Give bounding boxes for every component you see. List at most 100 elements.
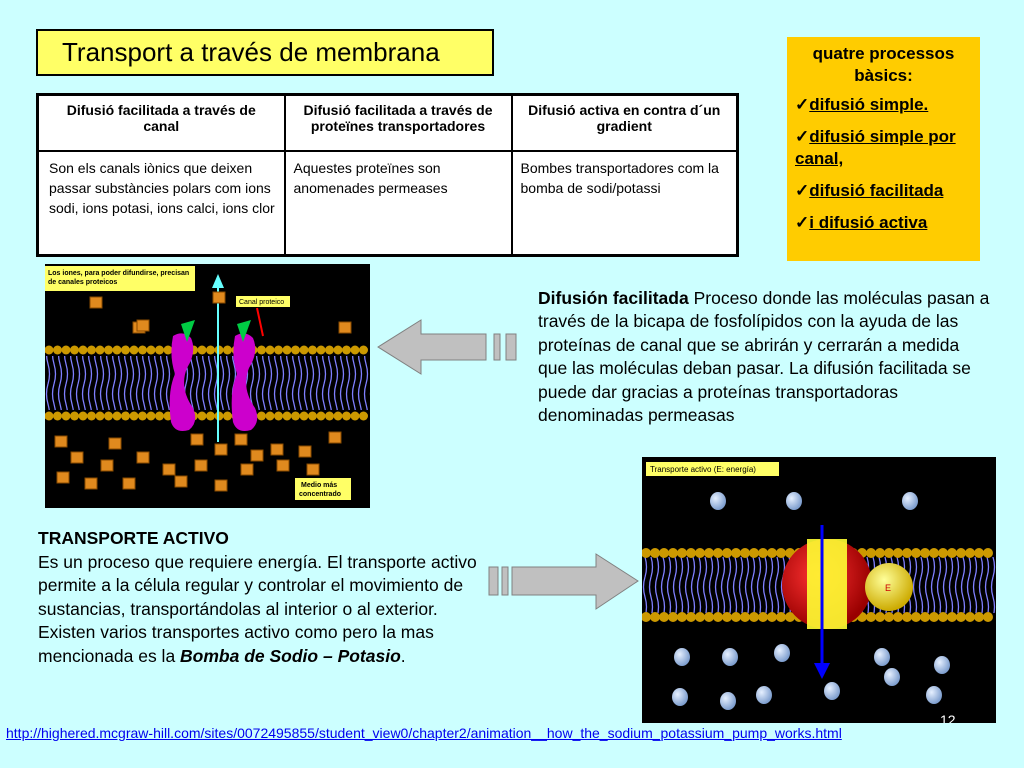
lipid-head xyxy=(920,612,930,622)
facilitated-term: Difusión facilitada xyxy=(538,288,689,308)
ion xyxy=(722,648,738,666)
list-item: ✓i difusió activa xyxy=(795,213,928,232)
lipid-head xyxy=(893,548,903,558)
table-row: Son els canals iònics que deixen passar … xyxy=(36,149,739,257)
lipid-head xyxy=(129,345,139,355)
panel-caption: Los iones, para poder difundirse, precis… xyxy=(48,270,189,277)
lipid-head xyxy=(875,548,885,558)
ion xyxy=(824,682,840,700)
lipid-head xyxy=(866,548,876,558)
lipid-head xyxy=(704,548,714,558)
molecule xyxy=(328,431,342,444)
lipid-head xyxy=(104,345,113,355)
lipid-head xyxy=(776,612,786,622)
lipid-head xyxy=(61,345,71,355)
lipid-head xyxy=(342,411,351,421)
lipid-head xyxy=(965,548,975,558)
animation-source-link[interactable]: http://highered.mcgraw-hill.com/sites/00… xyxy=(6,725,842,741)
lipid-head xyxy=(138,345,147,355)
pump-name: Bomba de Sodio – Potasio xyxy=(180,645,401,666)
molecule xyxy=(214,443,228,456)
gate-marker xyxy=(181,320,195,342)
ion xyxy=(672,688,688,706)
channel-protein-right xyxy=(231,333,258,431)
molecule xyxy=(214,479,228,492)
lipid-head xyxy=(983,612,993,622)
molecules xyxy=(54,278,352,492)
lipid-head xyxy=(206,345,215,355)
lipid-head xyxy=(893,612,903,622)
lipid-head xyxy=(758,548,768,558)
lipid-head xyxy=(875,612,885,622)
lipid-head xyxy=(866,612,876,622)
list-item: ✓difusió facilitada xyxy=(795,181,944,200)
lipid-head xyxy=(257,411,266,421)
processes-box: quatre processos bàsics: ✓difusió simple… xyxy=(787,37,980,261)
active-transport-animation: E Transporte activo (E: energía) 12 xyxy=(642,457,996,723)
lipid-head xyxy=(929,612,939,622)
lipid-head xyxy=(112,345,122,355)
lipid-head xyxy=(767,548,777,558)
lipid-head xyxy=(87,345,96,355)
ions xyxy=(672,492,950,710)
lipid-head xyxy=(668,548,678,558)
phospholipid-heads-bottom xyxy=(642,612,993,622)
lipid-head xyxy=(974,548,984,558)
lipid-head xyxy=(206,411,215,421)
lipid-head xyxy=(274,411,283,421)
lipid-head xyxy=(974,612,984,622)
lipid-head xyxy=(740,612,750,622)
right-arrow-icon xyxy=(488,553,639,610)
lipid-head xyxy=(965,612,975,622)
lipid-head xyxy=(713,612,723,622)
lipid-head xyxy=(767,612,777,622)
lipid-head xyxy=(282,411,292,421)
lipid-head xyxy=(731,548,741,558)
table-header: Difusió facilitada a través de proteïnes… xyxy=(283,93,513,152)
lipid-head xyxy=(45,345,54,355)
lipid-head xyxy=(129,411,139,421)
molecule xyxy=(136,451,150,464)
ion xyxy=(934,656,950,674)
lipid-head xyxy=(257,345,266,355)
lipid-head xyxy=(299,345,309,355)
lipid-head xyxy=(642,548,651,558)
lipid-head xyxy=(121,411,130,421)
ion xyxy=(710,492,726,510)
lipid-head xyxy=(659,612,669,622)
lipid-head xyxy=(902,548,912,558)
active-transport-definition: Es un proceso que requiere energía. El t… xyxy=(38,551,477,619)
table-header-row: Difusió facilitada a través de canal Dif… xyxy=(36,93,739,152)
table-cell: Bombes transportadores com la bomba de s… xyxy=(510,149,739,257)
lipid-head xyxy=(359,345,368,355)
molecule xyxy=(306,463,320,476)
molecule xyxy=(162,463,176,476)
lipid-head xyxy=(785,612,795,622)
lipid-head xyxy=(938,612,948,622)
lipid-head xyxy=(308,411,317,421)
lipid-head xyxy=(956,548,966,558)
lipid-head xyxy=(308,345,317,355)
molecule xyxy=(212,291,226,304)
molecule xyxy=(240,463,254,476)
lipid-head xyxy=(695,548,705,558)
molecule xyxy=(194,459,208,472)
table-header: Difusió activa en contra d´un gradient xyxy=(510,93,739,152)
lipid-head xyxy=(722,612,732,622)
ion xyxy=(884,668,900,686)
lipid-head xyxy=(121,345,130,355)
facilitated-diffusion-animation: Los iones, para poder difundirse, precis… xyxy=(45,264,370,508)
lipid-head xyxy=(146,345,156,355)
lipid-head xyxy=(223,411,232,421)
molecule xyxy=(84,477,98,490)
svg-text:Los iones, para poder difundir: Los iones, para poder difundirse, precis… xyxy=(48,270,191,286)
lipid-head xyxy=(325,345,334,355)
lipid-head xyxy=(265,411,275,421)
energy-label: E xyxy=(885,583,891,593)
panel-caption: Transporte activo (E: energía) xyxy=(650,465,756,474)
lipid-head xyxy=(677,548,687,558)
lipid-head xyxy=(722,548,732,558)
ion xyxy=(874,648,890,666)
lipid-head xyxy=(911,612,921,622)
lipid-head xyxy=(668,612,678,622)
